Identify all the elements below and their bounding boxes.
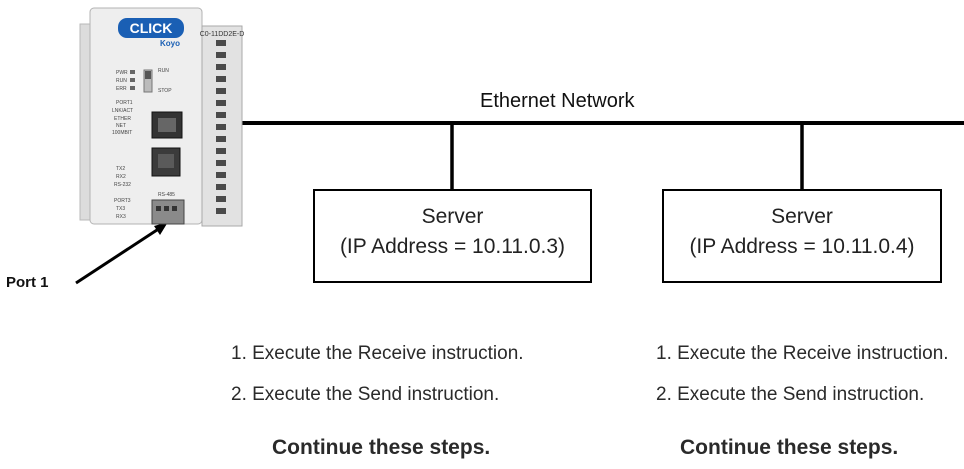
svg-text:RS-485: RS-485 [158,192,175,198]
svg-text:LNK/ACT: LNK/ACT [112,108,133,114]
plc-maker-logo: Koyo [160,39,180,48]
steps-1-continue: Continue these steps. [272,436,491,459]
svg-text:ETHER: ETHER [114,116,131,122]
svg-text:PORT1: PORT1 [116,100,133,106]
svg-text:PORT3: PORT3 [114,198,131,204]
svg-text:STOP: STOP [158,88,172,94]
svg-text:TX3: TX3 [116,206,125,212]
svg-text:TX2: TX2 [116,166,125,172]
port-callout-arrowhead [154,222,168,235]
svg-text:100MBIT: 100MBIT [112,130,132,136]
network-title: Ethernet Network [480,90,635,112]
svg-text:RUN: RUN [116,78,127,84]
svg-text:NET: NET [116,123,126,129]
server-1-ip: (IP Address = 10.11.0.3) [339,235,566,258]
steps-1-line-2: 2. Execute the Send instruction. [231,384,500,405]
svg-text:RX2: RX2 [116,174,126,180]
server-box-2: Server (IP Address = 10.11.0.4) [662,189,942,283]
server-box-1: Server (IP Address = 10.11.0.3) [313,189,592,283]
plc-device: CLICK Koyo C0-11DD2E-D PWR RUN ERR RUN S… [70,0,270,250]
steps-2-clip: 1. Execute the Receive instruction. 2. E… [650,340,964,469]
svg-text:RX3: RX3 [116,214,126,220]
plc-model-text: C0-11DD2E-D [200,31,245,38]
svg-text:ERR: ERR [116,86,127,92]
steps-2-continue: Continue these steps. [680,436,899,459]
steps-2-line-2: 2. Execute the Send instruction. [656,384,925,405]
port-callout-arrow [75,226,161,285]
port-callout-label: Port 1 [6,274,49,291]
svg-text:RUN: RUN [158,68,169,74]
server-1-name: Server [421,205,484,228]
svg-text:PWR: PWR [116,70,128,76]
steps-2-line-1: 1. Execute the Receive instruction. [656,343,949,364]
server-2-ip: (IP Address = 10.11.0.4) [689,235,915,258]
steps-1-line-1: 1. Execute the Receive instruction. [231,343,524,364]
server-2-name: Server [771,205,833,228]
svg-text:RS-232: RS-232 [114,182,131,188]
plc-brand-logo: CLICK [130,20,173,36]
